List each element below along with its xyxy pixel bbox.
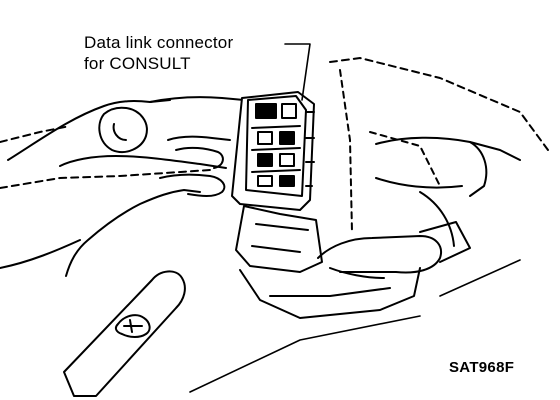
- bracket-detail: [251, 223, 309, 253]
- left-hand-finger2: [159, 173, 226, 197]
- right-hand-cuff: [419, 221, 471, 263]
- floor-line: [189, 315, 421, 393]
- floor-panel: [63, 270, 186, 397]
- right-arm-sleeve: [469, 141, 488, 197]
- left-hand-finger1: [149, 96, 245, 103]
- right-hand: [317, 235, 442, 274]
- steering-column-lower: [0, 239, 81, 269]
- connector-bracket: [235, 205, 323, 273]
- hood-release-detail: [123, 319, 143, 333]
- callout-line-1: Data link connector: [84, 33, 234, 52]
- left-hand-thumb: [65, 189, 201, 277]
- left-hand-finger3: [175, 146, 224, 169]
- right-arm: [375, 136, 521, 189]
- dashboard-edge: [0, 169, 211, 189]
- left-hand-knuckle: [167, 135, 231, 141]
- hood-release-icon: [114, 314, 151, 338]
- callout-leader-line: [284, 43, 311, 101]
- column-ring-inner: [112, 123, 127, 141]
- steering-column-cover: [7, 99, 171, 161]
- console-dashes-2: [369, 131, 441, 187]
- dashboard-right: [329, 57, 549, 151]
- connector-callout-label: Data link connector for CONSULT: [84, 32, 233, 74]
- console-dashes: [339, 69, 353, 233]
- callout-line-2: for CONSULT: [84, 54, 191, 73]
- column-ring: [98, 106, 148, 154]
- console-inner: [269, 287, 391, 297]
- data-link-connector: [231, 91, 315, 211]
- figure-code: SAT968F: [449, 359, 515, 376]
- floor-line-2: [439, 259, 521, 297]
- right-hand-finger: [329, 267, 385, 279]
- sleeve-fold: [419, 191, 455, 247]
- left-hand-palm: [59, 155, 227, 169]
- console-box: [239, 267, 421, 319]
